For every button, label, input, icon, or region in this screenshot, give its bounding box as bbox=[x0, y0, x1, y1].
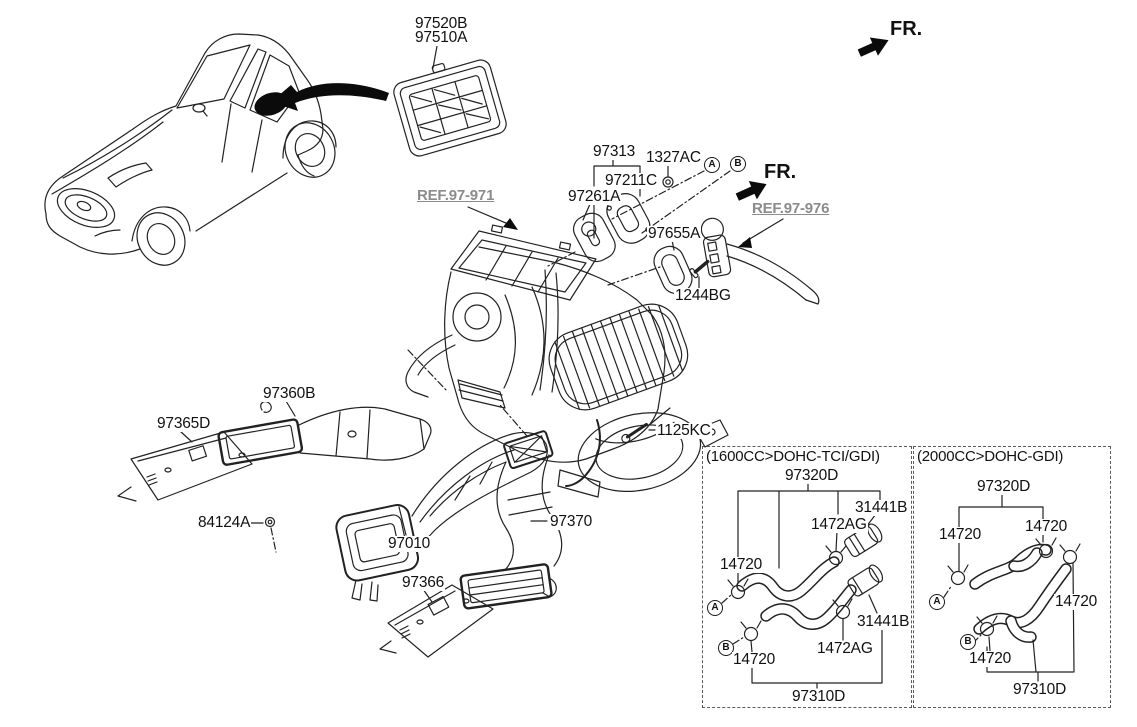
part-label-1472AG: 1472AG bbox=[816, 640, 874, 658]
clamp-icon bbox=[740, 620, 762, 642]
part-label-31441B: 31441B bbox=[856, 613, 911, 631]
clamp-icon bbox=[976, 615, 998, 637]
part-label-14720: 14720 bbox=[1024, 518, 1069, 536]
ref-link-97-976[interactable]: REF.97-976 bbox=[751, 200, 831, 217]
part-label-14720: 14720 bbox=[732, 651, 777, 669]
connector-a-badge: A bbox=[929, 594, 945, 610]
variant-2000cc-art bbox=[943, 493, 1081, 682]
connector-b-badge: B bbox=[730, 156, 746, 172]
connector-b-badge: B bbox=[718, 640, 734, 656]
part-label-84124A: 84124A bbox=[197, 514, 252, 532]
fr-arrow-top-icon bbox=[857, 37, 889, 57]
part-label-97310D: 97310D bbox=[1012, 681, 1068, 699]
heater-tube-bracket-drawing bbox=[700, 217, 820, 305]
part-label-97520B: 97520B bbox=[414, 15, 469, 33]
bolt-1244BG-icon bbox=[689, 259, 710, 289]
part-label-97370: 97370 bbox=[549, 513, 594, 531]
part-label-97365D: 97365D bbox=[156, 415, 212, 433]
part-label-97655A: 97655A bbox=[647, 225, 702, 243]
part-label-14720: 14720 bbox=[719, 556, 764, 574]
part-label-14720: 14720 bbox=[938, 526, 983, 544]
duct-97360B-drawing bbox=[217, 400, 432, 466]
location-arrow-icon bbox=[271, 83, 389, 111]
clamp-icon bbox=[947, 564, 969, 586]
connector-a-badge: A bbox=[704, 157, 720, 173]
connector-a-badge: A bbox=[707, 600, 723, 616]
duct-97366-drawing bbox=[379, 584, 494, 658]
part-label-97360B: 97360B bbox=[262, 385, 317, 403]
part-label-97211C: 97211C bbox=[604, 172, 658, 190]
part-label-14720: 14720 bbox=[968, 650, 1013, 668]
part-label-14720: 14720 bbox=[1054, 593, 1099, 611]
part-label-97320D: 97320D bbox=[784, 467, 840, 485]
part-label-31441B: 31441B bbox=[854, 499, 909, 517]
part-label-1472AG: 1472AG bbox=[810, 516, 868, 534]
clamp-icon bbox=[727, 578, 749, 600]
variant-1600cc-art bbox=[721, 482, 884, 689]
assembly-centerlines bbox=[407, 170, 731, 437]
nut-1327AC-icon bbox=[662, 165, 674, 188]
ref-link-97-971[interactable]: REF.97-971 bbox=[416, 187, 496, 204]
part-label-1327AC: 1327AC bbox=[645, 149, 702, 167]
part-label-1125KC: 1125KC bbox=[656, 422, 712, 440]
variant-box-title: (1600CC>DOHC-TCI/GDI) bbox=[705, 448, 881, 465]
fr-direction-label-mid: FR. bbox=[764, 161, 797, 183]
part-label-97313: 97313 bbox=[592, 143, 637, 161]
quarter-vent-drawing bbox=[393, 45, 507, 157]
fitting-lower-icon bbox=[847, 564, 884, 597]
part-label-1244BG: 1244BG bbox=[674, 287, 732, 305]
variant-box-title: (2000CC>DOHC-GDI) bbox=[916, 448, 1065, 465]
part-label-97010: 97010 bbox=[387, 535, 432, 553]
part-label-97261A: 97261A bbox=[567, 188, 622, 206]
bolt-1125KC-icon bbox=[621, 422, 648, 444]
leader-lines bbox=[179, 158, 784, 603]
duct-97370-drawing bbox=[459, 430, 563, 610]
hvac-unit-drawing bbox=[405, 224, 729, 498]
duct-97010-drawing bbox=[335, 431, 548, 602]
part-label-97510A: 97510A bbox=[414, 29, 469, 47]
clamp-icon bbox=[825, 530, 847, 566]
clamp-icon bbox=[1035, 537, 1057, 559]
connector-b-badge: B bbox=[960, 634, 976, 650]
clamp-icon bbox=[832, 598, 853, 641]
duct-97365D-drawing bbox=[117, 431, 253, 502]
clamp-icon bbox=[1059, 543, 1081, 565]
part-label-97366: 97366 bbox=[401, 574, 446, 592]
fr-arrow-mid-icon bbox=[735, 181, 767, 201]
gasket-97261A-drawing bbox=[572, 203, 616, 263]
clip-84124A-icon bbox=[264, 516, 277, 553]
part-label-97310D: 97310D bbox=[791, 688, 847, 706]
part-label-97320D: 97320D bbox=[976, 478, 1032, 496]
car-illustration bbox=[44, 33, 389, 266]
fr-direction-label-top: FR. bbox=[890, 18, 923, 40]
